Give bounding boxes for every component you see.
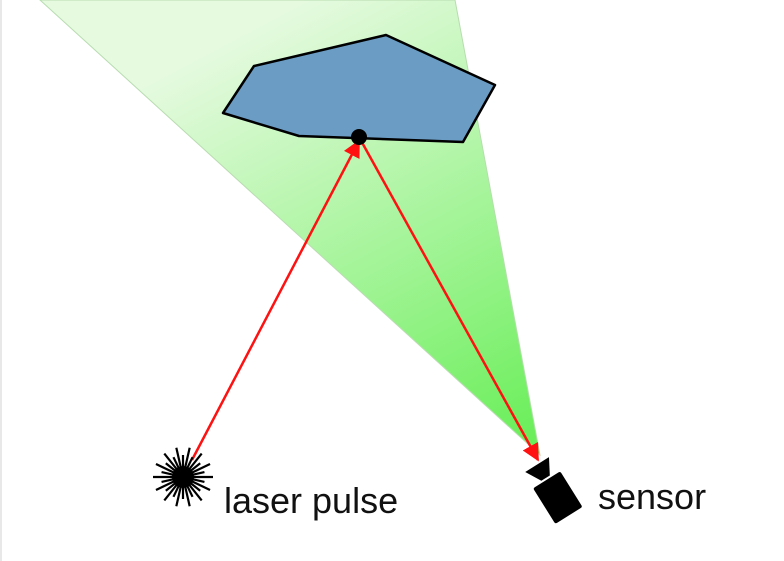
reflection-point	[351, 129, 367, 145]
starburst-spike	[190, 471, 205, 477]
reflected-ray	[357, 136, 540, 462]
starburst-spike	[188, 462, 201, 473]
emitted-ray	[190, 139, 361, 461]
starburst-spike	[190, 477, 205, 483]
starburst-spike	[165, 462, 178, 473]
laser-pulse-label: laser pulse	[224, 480, 399, 521]
starburst-spike	[161, 471, 176, 477]
starburst-spike	[187, 452, 203, 472]
starburst-spike	[188, 481, 201, 492]
camera-icon	[525, 457, 582, 524]
object-polygon	[221, 33, 497, 144]
starburst-spike	[165, 481, 178, 492]
starburst-spike	[183, 484, 191, 507]
starburst-spike	[155, 479, 177, 492]
starburst-spike	[187, 482, 203, 502]
starburst-spike	[172, 456, 181, 471]
starburst-spike	[189, 479, 211, 492]
starburst-spike	[183, 447, 191, 470]
starburst-spike	[163, 452, 179, 472]
starburst-spike	[161, 477, 176, 483]
starburst-spike	[185, 483, 194, 498]
starburst-spike	[175, 447, 183, 470]
starburst-spike	[175, 484, 183, 507]
starburst-spike	[163, 482, 179, 502]
starburst-spike	[155, 462, 177, 475]
starburst-icon	[153, 447, 213, 507]
starburst-spike	[185, 456, 194, 471]
starburst-spike	[189, 462, 211, 475]
sensor-label: sensor	[598, 476, 707, 517]
starburst-spike	[172, 483, 181, 498]
